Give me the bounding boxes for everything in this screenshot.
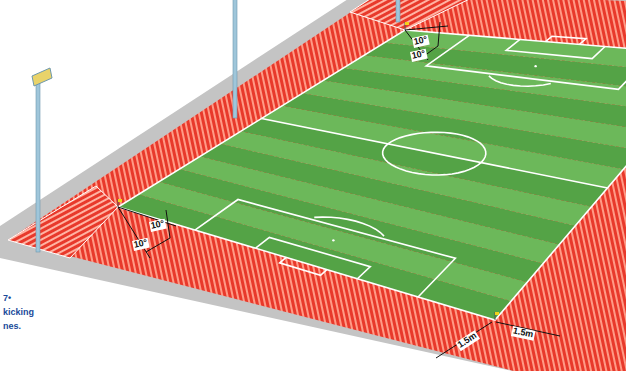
angle-arc (146, 210, 170, 252)
floodlight-pole (396, 0, 400, 22)
angle-line (405, 26, 448, 30)
goal (280, 257, 327, 275)
penalty-spot (332, 239, 334, 241)
kicking-zone (8, 186, 118, 258)
dimension-line (436, 322, 492, 358)
caption-fragment: nes. (3, 322, 21, 332)
floodlight-pole (233, 0, 237, 118)
penalty-area (195, 199, 455, 296)
angle-line (118, 207, 150, 258)
floodlight-pole (36, 80, 40, 252)
caption-fragment: 7• (3, 294, 11, 304)
kicking-zone (350, 0, 480, 30)
floodlight-lamp (32, 68, 52, 86)
corner-flag (495, 312, 499, 315)
penalty-spot (534, 65, 536, 67)
halfway-line (262, 119, 608, 189)
safety-zone (8, 0, 626, 371)
goal-area (256, 237, 371, 278)
penalty-arc (489, 76, 551, 86)
goal (545, 36, 585, 44)
penalty-area (426, 35, 626, 89)
goal-area (506, 39, 605, 58)
caption-fragment: kicking (3, 308, 34, 318)
touchline (118, 30, 626, 320)
pitch-stripe (385, 30, 626, 75)
corner-flag (405, 22, 409, 25)
corner-flag (118, 199, 122, 202)
centre-circle (383, 132, 486, 175)
penalty-arc (314, 217, 384, 236)
